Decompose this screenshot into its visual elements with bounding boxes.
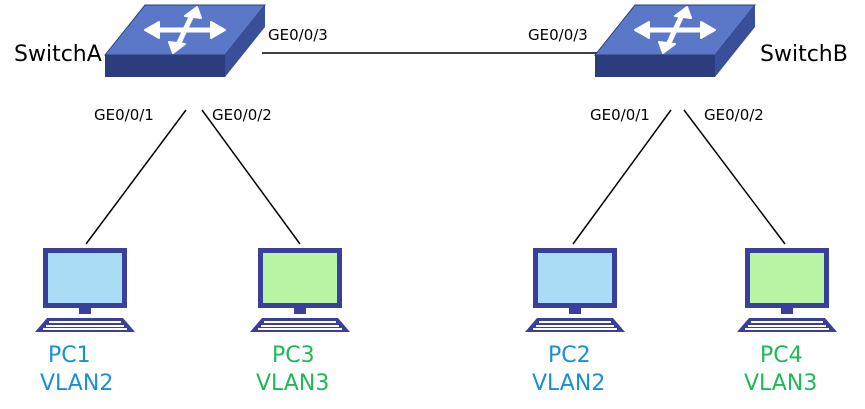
- switch-a-port-ge001: GE0/0/1: [94, 106, 154, 124]
- pc1-vlan: VLAN2: [40, 371, 113, 396]
- link-switchb-pc4: [683, 109, 786, 245]
- switch-b-port-ge001: GE0/0/1: [590, 106, 650, 124]
- pc1-name: PC1: [48, 343, 91, 368]
- switch-icon: [595, 5, 755, 77]
- pc-icon: [250, 248, 350, 332]
- pc3-vlan: VLAN3: [256, 371, 329, 396]
- switch-icon: [105, 5, 265, 77]
- switch-b-name: SwitchB: [760, 42, 848, 67]
- link-switcha-pc3: [201, 109, 301, 245]
- pc4-name: PC4: [760, 343, 803, 368]
- pc-icon: [35, 248, 135, 332]
- switch-a: SwitchA GE0/0/3 GE0/0/1 GE0/0/2: [14, 5, 328, 124]
- switch-b-port-ge003: GE0/0/3: [528, 26, 588, 44]
- pc-icon: [737, 248, 837, 332]
- pc3: PC3 VLAN3: [250, 248, 350, 396]
- switch-b: SwitchB GE0/0/3 GE0/0/1 GE0/0/2: [528, 5, 848, 124]
- link-switchb-pc2: [572, 109, 672, 245]
- switch-a-port-ge003: GE0/0/3: [268, 26, 328, 44]
- switch-b-port-ge002: GE0/0/2: [704, 106, 764, 124]
- pc2-vlan: VLAN2: [532, 371, 605, 396]
- pc1: PC1 VLAN2: [35, 248, 135, 396]
- pc3-name: PC3: [272, 343, 315, 368]
- pc2: PC2 VLAN2: [525, 248, 625, 396]
- link-switcha-pc1: [85, 109, 187, 245]
- pc4-vlan: VLAN3: [744, 371, 817, 396]
- switch-a-name: SwitchA: [14, 42, 102, 67]
- pc-icon: [525, 248, 625, 332]
- switch-a-port-ge002: GE0/0/2: [212, 106, 272, 124]
- pc4: PC4 VLAN3: [737, 248, 837, 396]
- pc2-name: PC2: [548, 343, 591, 368]
